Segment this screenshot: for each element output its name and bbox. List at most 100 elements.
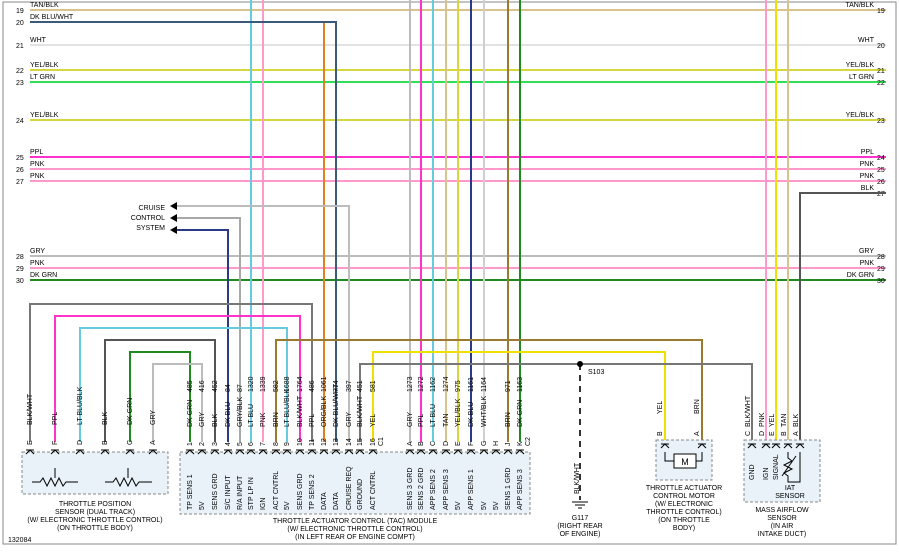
maf-box (743, 439, 821, 503)
tac-c1-wire: BLK (212, 413, 219, 427)
motor-label-2: (W/ ELECTRONIC (655, 501, 713, 508)
circuit-number-right: 21 (877, 68, 885, 75)
arrow-left-icon (170, 226, 177, 234)
circuit-name-right: DK GRN (847, 272, 874, 279)
motor-wire-internal (696, 452, 703, 462)
wire-blk-tps (104, 339, 216, 442)
tac-c2-wire: BRN (505, 412, 512, 427)
tac-c1-circuit: 452 (212, 380, 219, 392)
tac-c2-circuit: 1274 (443, 376, 450, 392)
tac-c1-wire: DK BLU/WHT (333, 383, 340, 427)
maf-pin-function: SIGNAL (773, 454, 780, 480)
pin-terminal (331, 449, 341, 455)
tac-c1-circuit: 1688 (284, 376, 291, 392)
tps-label-2: (W/ ELECTRONIC THROTTLE CONTROL) (27, 517, 162, 524)
pin-terminal (515, 449, 525, 455)
iat-label-0: IAT (785, 485, 796, 492)
tac-c2-circuit: 1273 (407, 376, 414, 392)
motor-wire-internal (664, 452, 674, 462)
tps-resistor-icon (32, 468, 152, 488)
maf-wire-color: YEL (769, 414, 776, 427)
tac-c1-pin: 3 (212, 442, 219, 446)
diagram-id: 132084 (8, 537, 31, 544)
motor-label-0: THROTTLE ACTUATOR (646, 485, 722, 492)
tps-label-1: SENSOR (DUAL TRACK) (55, 509, 135, 516)
circuit-name-left: GRY (30, 248, 45, 255)
cruise-label-1: CONTROL (131, 215, 165, 222)
tac-c2-circuit: 975 (455, 380, 462, 392)
circuit-number-left: 22 (16, 68, 24, 75)
wire-gry-cruise (176, 205, 350, 442)
tac-c1-pin: 12 (321, 438, 328, 446)
tac-c1-function: 5V (199, 501, 206, 510)
wire-dkbluwht (30, 21, 337, 442)
circuit-number-right: 19 (877, 8, 885, 15)
tac-c1-circuit: 87 (237, 384, 244, 392)
tps-wire-color: DK GRN (127, 398, 134, 425)
tps-pin-letter: A (150, 440, 157, 445)
circuit-number-left: 29 (16, 266, 24, 273)
tps-label-3: (ON THROTTLE BODY) (57, 525, 133, 532)
circuit-number-right: 26 (877, 179, 885, 186)
circuit-number-right: 30 (877, 278, 885, 285)
tac-c1-circuit: 582 (273, 380, 280, 392)
tac-c2-circuit: 1162 (430, 377, 437, 392)
tac-c1-wire: GRY/BLK (237, 396, 244, 427)
tac-c2-function: SENS 1 GRD (505, 468, 512, 510)
circuit-number-left: 26 (16, 167, 24, 174)
circuit-name-right: YEL/BLK (846, 112, 875, 119)
tac-c1-pin: 8 (273, 442, 280, 446)
circuit-number-right: 29 (877, 266, 885, 273)
tac-c1-wire: LT BLU (248, 404, 255, 427)
pin-terminal (747, 443, 757, 449)
motor-pin-letter: A (694, 431, 701, 436)
tac-c1-function: ACT CNTRL (273, 471, 280, 510)
tac-c1-circuit: 1339 (260, 376, 267, 392)
ground-id: G117 (572, 515, 589, 522)
tac-c1-wire: DK GRN (187, 400, 194, 427)
circuit-number-left: 25 (16, 155, 24, 162)
pin-terminal (405, 449, 415, 455)
circuit-name-left: DK GRN (30, 272, 57, 279)
circuit-number-right: 20 (877, 43, 885, 50)
pin-terminal (75, 449, 85, 455)
tac-c1-circuit: 1764 (297, 376, 304, 392)
wire-dkblu-cruise (176, 229, 229, 442)
tac-c1-circuit: 84 (225, 384, 232, 392)
tac-c2-pin: A (407, 441, 414, 446)
tac-c1-circuit: 397 (346, 380, 353, 392)
pin-terminal (235, 449, 245, 455)
pin-terminal (491, 449, 501, 455)
splice-dot (577, 361, 583, 367)
tac-c2-wire: LT BLU (430, 404, 437, 427)
tac-c1-wire: DK BLU (225, 402, 232, 427)
motor-symbol: M (681, 457, 689, 467)
ground-label-0: (RIGHT REAR (557, 523, 602, 530)
circuit-name-left: PNK (30, 260, 45, 267)
tps-wire-color: BLK/WHT (27, 393, 34, 425)
tac-c2-circuit: 971 (505, 380, 512, 392)
circuit-name-right: PNK (860, 173, 875, 180)
maf-label-3: INTAKE DUCT) (758, 531, 806, 538)
maf-pin-letter: D (759, 431, 766, 436)
wire-gryblk-cruise (176, 217, 241, 442)
pin-terminal (210, 449, 220, 455)
tac-c1-circuit: 581 (370, 380, 377, 392)
maf-pin-letter: C (745, 431, 752, 436)
cruise-label-0: CRUISE (139, 205, 166, 212)
pin-terminal (148, 449, 158, 455)
circuit-name-right: PNK (860, 260, 875, 267)
maf-label-1: SENSOR (767, 515, 797, 522)
tac-c2-function: 5V (455, 501, 462, 510)
tac-c1-function: STP LP IN (248, 477, 255, 510)
ground-symbol-icon (572, 501, 588, 509)
circuit-name-left: LT GRN (30, 74, 55, 81)
tac-c1-pin: 15 (357, 438, 364, 446)
splice-label: S103 (588, 369, 604, 376)
tac-c2-wire: DK GRN (517, 400, 524, 427)
iat-label-1: SENSOR (775, 493, 805, 500)
pin-terminal (503, 449, 513, 455)
tac-c1-circuit: 774 (333, 380, 340, 392)
